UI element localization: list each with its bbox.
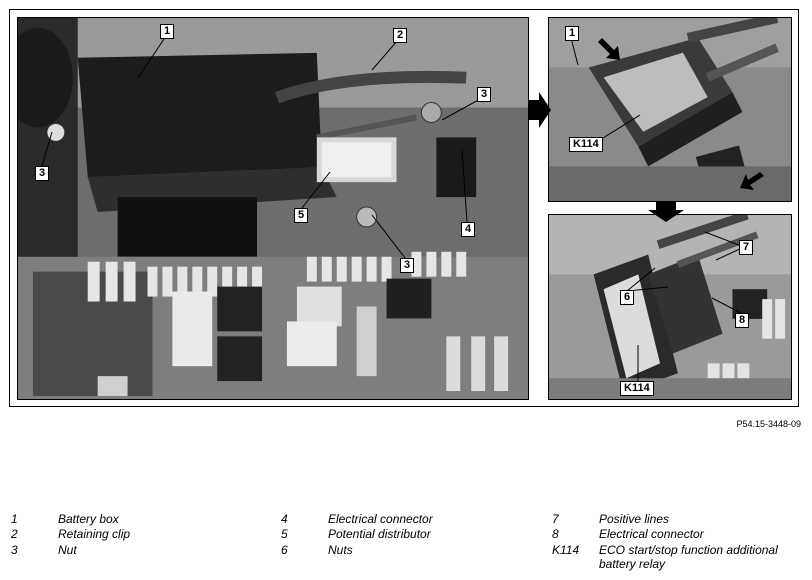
- callout-label: 1: [160, 24, 175, 39]
- legend-number: 7: [552, 512, 559, 526]
- legend-text: Battery box: [58, 512, 119, 526]
- main-engine-bay-photo: [17, 17, 529, 400]
- legend-text: Potential distributor: [328, 527, 431, 541]
- arrow-right-icon: [529, 92, 551, 128]
- leader-lines: [41, 35, 745, 383]
- callout-label: K114: [569, 137, 603, 152]
- legend-number: 5: [281, 527, 288, 541]
- legend-text: ECO start/stop function additional: [599, 543, 778, 557]
- legend-text: Nut: [58, 543, 77, 557]
- legend-text: Nuts: [328, 543, 353, 557]
- callout-label: 3: [477, 87, 492, 102]
- legend-number: 4: [281, 512, 288, 526]
- legend-number: K114: [552, 543, 580, 557]
- legend-number: 3: [11, 543, 18, 557]
- legend-number: 8: [552, 527, 559, 541]
- legend-number: 1: [11, 512, 18, 526]
- figure-id: P54.15-3448-09: [736, 419, 801, 429]
- callout-label: 8: [735, 313, 750, 328]
- top-detail-photo: [548, 17, 792, 202]
- legend-text: Positive lines: [599, 512, 670, 526]
- callout-label: 1: [565, 26, 580, 41]
- arrow-down-icon: [648, 202, 684, 222]
- legend-text: Electrical connector: [328, 512, 433, 526]
- callout-label: 7: [739, 240, 754, 255]
- legend-text: battery relay: [599, 557, 666, 571]
- legend-number: 2: [11, 527, 18, 541]
- legend-text: Retaining clip: [58, 527, 131, 541]
- arrow-pointer-icon: [598, 38, 620, 60]
- callout-label: 6: [620, 290, 635, 305]
- arrow-pointer-icon: [740, 172, 764, 190]
- callout-label: 4: [461, 222, 476, 237]
- callout-label: 2: [393, 28, 408, 43]
- callout-label: 5: [294, 208, 309, 223]
- callout-label: 3: [400, 258, 415, 273]
- legend-number: 6: [281, 543, 288, 557]
- callout-label: K114: [620, 381, 654, 396]
- legend-text: Electrical connector: [599, 527, 704, 541]
- callout-label: 3: [35, 166, 50, 181]
